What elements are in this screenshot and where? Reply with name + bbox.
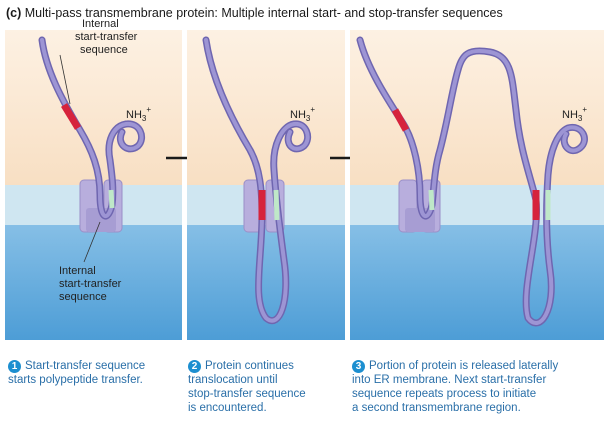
top-label: Internal start-transfer sequence [75, 18, 140, 56]
step-number-badge: 3 [352, 360, 365, 373]
nh3-label: NH3+ [126, 105, 151, 123]
stop-transfer-segment [428, 189, 435, 211]
top-label-line-1: Internal [82, 18, 119, 30]
stop-transfer-segment [273, 189, 280, 221]
bottom-label: Internal start-transfer sequence [59, 265, 124, 303]
er-membrane [350, 185, 604, 225]
nh3-label: NH3+ [562, 105, 587, 123]
figure-title-prefix: (c) [6, 6, 22, 20]
cytosol-region [187, 30, 345, 185]
bottom-label-line-3: sequence [59, 291, 107, 303]
figure-title: (c) Multi-pass transmembrane protein: Mu… [6, 6, 503, 20]
stop-transfer-segment [108, 189, 115, 209]
panel-3: NH3+ [350, 30, 604, 340]
start-transfer-segment [61, 103, 81, 130]
step-number-badge: 2 [188, 360, 201, 373]
nh3-label: NH3+ [290, 105, 315, 123]
bottom-label-line-1: Internal [59, 265, 96, 277]
step-number-badge: 1 [8, 360, 21, 373]
top-label-line-2: start-transfer [75, 31, 138, 43]
figure-title-text: Multi-pass transmembrane protein: Multip… [24, 6, 503, 20]
panel-2: NH3+ [187, 30, 345, 340]
er-lumen [187, 225, 345, 340]
start-transfer-segment [391, 108, 410, 132]
er-lumen [5, 225, 182, 340]
er-lumen [350, 225, 604, 340]
top-label-line-3: sequence [80, 44, 128, 56]
panel-1: Internal start-transfer sequence Interna… [5, 18, 182, 340]
bottom-label-line-2: start-transfer [59, 278, 122, 290]
